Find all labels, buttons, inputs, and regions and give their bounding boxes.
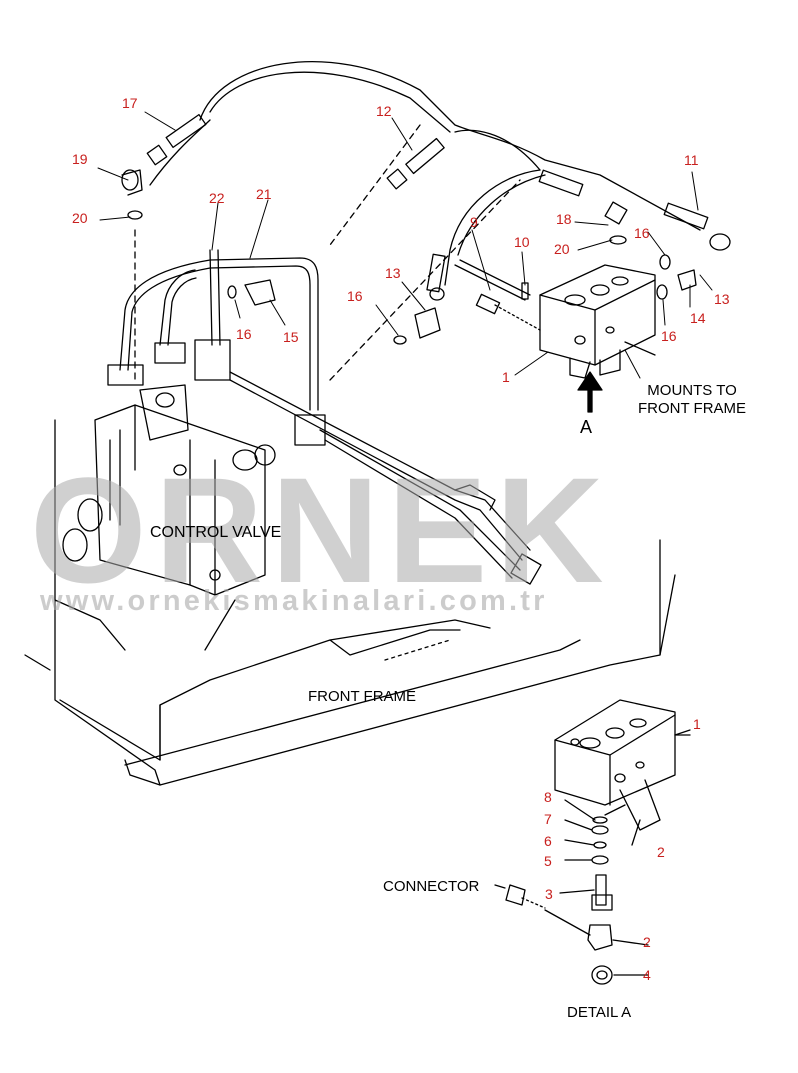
callout-22: 22 [209, 190, 225, 206]
control-valve-body [62, 384, 276, 651]
callout-20: 20 [554, 241, 570, 257]
control-valve-label: CONTROL VALVE [150, 524, 282, 541]
valve-block-main [454, 259, 656, 379]
callout-13: 13 [714, 291, 730, 307]
hose-fittings [121, 113, 731, 301]
callout-3: 3 [545, 886, 553, 902]
callout-16: 16 [236, 326, 252, 342]
callout-2: 2 [657, 844, 665, 860]
callout-9: 9 [470, 214, 478, 230]
detail-a-parts [494, 729, 691, 985]
linkage-rods [194, 339, 542, 585]
callout-15: 15 [283, 329, 299, 345]
callout-13: 13 [385, 265, 401, 281]
watermark-brand: ORNEK [30, 446, 612, 614]
detail-a-label: DETAIL A [567, 1004, 632, 1021]
callout-leaders [97, 111, 713, 379]
connector-label: CONNECTOR [383, 878, 480, 895]
callout-19: 19 [72, 151, 88, 167]
callout-20: 20 [72, 210, 88, 226]
view-arrow-a [577, 371, 603, 413]
callout-6: 6 [544, 833, 552, 849]
callout-5: 5 [544, 853, 552, 869]
callout-1: 1 [502, 369, 510, 385]
callout-10: 10 [514, 234, 530, 250]
callout-1: 1 [693, 716, 701, 732]
callout-16: 16 [661, 328, 677, 344]
callout-16: 16 [347, 288, 363, 304]
mounts-to-front-frame-label: MOUNTS TO FRONT FRAME [638, 382, 747, 417]
callout-18: 18 [556, 211, 572, 227]
callout-11: 11 [684, 152, 699, 168]
tubes-21-22 [107, 249, 319, 411]
callout-4: 4 [643, 967, 651, 983]
callout-12: 12 [376, 103, 392, 119]
detail-a-block [554, 699, 691, 831]
callout-2: 2 [643, 934, 651, 950]
view-marker-label: A [580, 417, 593, 437]
callout-17: 17 [122, 95, 138, 111]
callout-7: 7 [544, 811, 552, 827]
upper-hose-route [134, 61, 701, 381]
callout-16: 16 [634, 225, 650, 241]
front-frame-outline [24, 419, 676, 786]
small-fittings [227, 235, 697, 345]
callout-14: 14 [690, 310, 706, 326]
front-frame-label: FRONT FRAME [308, 688, 417, 705]
callout-8: 8 [544, 789, 552, 805]
callout-21: 21 [256, 186, 272, 202]
watermark-url: www.ornekismakinalari.com.tr [40, 585, 548, 617]
